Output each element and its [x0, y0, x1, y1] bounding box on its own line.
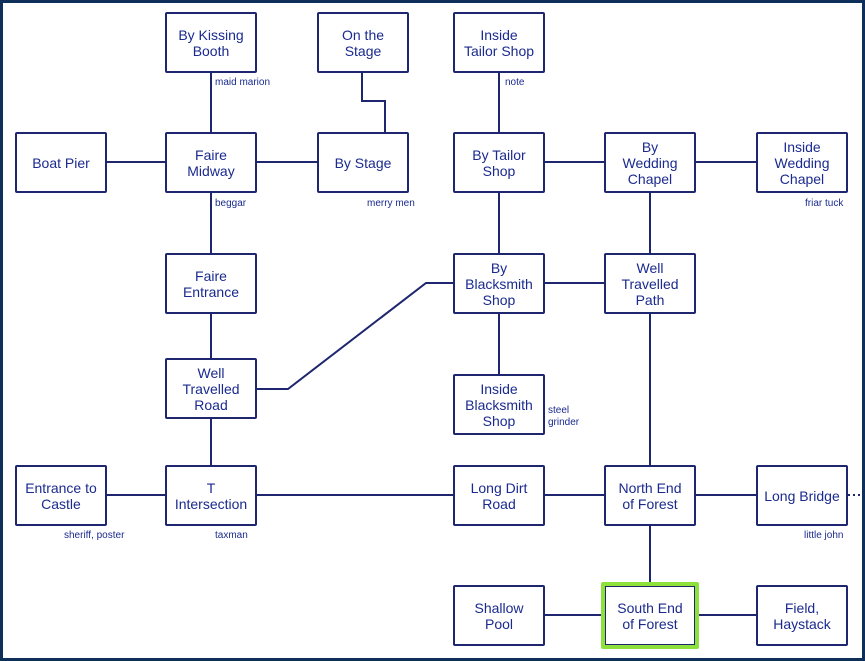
room-by-blacksmith-shop[interactable]: By Blacksmith Shop	[453, 253, 545, 314]
room-by-tailor-shop[interactable]: By Tailor Shop	[453, 132, 545, 193]
room-inside-wedding-chapel[interactable]: Inside Wedding Chapel	[756, 132, 848, 193]
edge-onstage-bystage	[361, 73, 386, 132]
room-by-kissing-booth[interactable]: By Kissing Booth	[165, 12, 257, 73]
room-inside-tailor-shop[interactable]: Inside Tailor Shop	[453, 12, 545, 73]
note-note: note	[505, 77, 525, 88]
room-faire-entrance[interactable]: Faire Entrance	[165, 253, 257, 314]
note-merry-men: merry men	[367, 198, 415, 209]
note-beggar: beggar	[215, 198, 247, 209]
room-well-travelled-path[interactable]: Well Travelled Path	[604, 253, 696, 314]
room-inside-blacksmith-shop[interactable]: Inside Blacksmith Shop	[453, 374, 545, 435]
room-faire-midway[interactable]: Faire Midway	[165, 132, 257, 193]
room-south-end-of-forest-current[interactable]: South End of Forest	[601, 582, 699, 649]
note-taxman: taxman	[215, 530, 248, 541]
room-long-bridge[interactable]: Long Bridge	[756, 465, 848, 526]
note-friar-tuck: friar tuck	[805, 198, 844, 209]
room-field-haystack[interactable]: Field, Haystack	[756, 585, 848, 646]
note-steel-grinder: steel grinder	[548, 405, 580, 428]
room-by-stage[interactable]: By Stage	[317, 132, 409, 193]
edge-road-blacksmith	[257, 282, 453, 390]
room-boat-pier[interactable]: Boat Pier	[15, 132, 107, 193]
room-on-the-stage[interactable]: On the Stage	[317, 12, 409, 73]
room-shallow-pool[interactable]: Shallow Pool	[453, 585, 545, 646]
room-long-dirt-road[interactable]: Long Dirt Road	[453, 465, 545, 526]
room-t-intersection[interactable]: T Intersection	[165, 465, 257, 526]
room-by-wedding-chapel[interactable]: By Wedding Chapel	[604, 132, 696, 193]
room-well-travelled-road[interactable]: Well Travelled Road	[165, 358, 257, 419]
note-maid-marion: maid marion	[215, 77, 271, 88]
room-entrance-to-castle[interactable]: Entrance to Castle	[15, 465, 107, 526]
note-sheriff-poster: sheriff, poster	[64, 530, 125, 541]
note-little-john: little john	[804, 530, 844, 541]
room-north-end-of-forest[interactable]: North End of Forest	[604, 465, 696, 526]
